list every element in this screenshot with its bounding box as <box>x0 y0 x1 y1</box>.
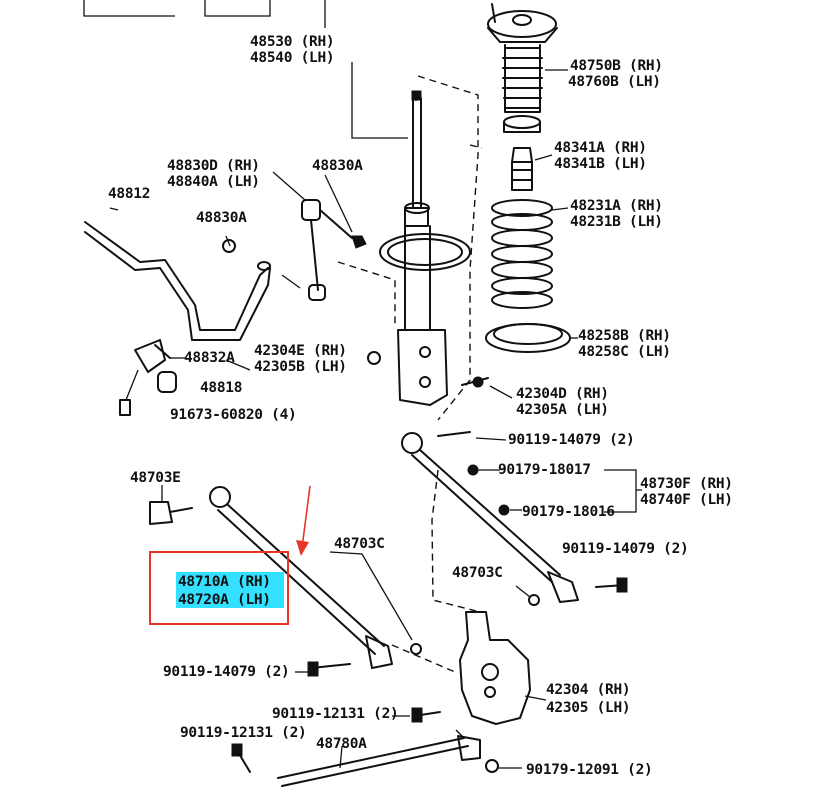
label-48740F: 48740F (LH) <box>640 492 733 508</box>
label-90179-18016: 90179-18016 <box>522 504 615 520</box>
label-90119-top: 90119-14079 (2) <box>508 432 634 448</box>
label-48832A: 48832A <box>184 350 235 366</box>
lateral-rod-upper <box>401 431 628 603</box>
leader-lines <box>225 69 642 717</box>
label-48530: 48530 (RH) <box>250 34 334 50</box>
label-90119-right: 90119-14079 (2) <box>562 541 688 557</box>
label-48812: 48812 <box>108 186 150 202</box>
assembly-dashed-outline <box>337 75 483 673</box>
label-48830D: 48830D (RH) <box>167 158 260 174</box>
label-48818: 48818 <box>200 380 242 396</box>
label-42305B: 42305B (LH) <box>254 359 347 375</box>
lower-rod-48780A <box>231 707 522 787</box>
cam-48703C-lower <box>307 585 540 677</box>
spring-insulator <box>485 323 578 353</box>
label-48720A: 48720A (LH) <box>178 592 271 608</box>
label-90119-12131-b: 90119-12131 (2) <box>180 725 306 741</box>
highlight-bar-lh <box>176 590 284 608</box>
callout-box <box>149 551 289 625</box>
label-90179-12091: 90179-12091 (2) <box>526 762 652 778</box>
bolt-42304D <box>461 376 513 399</box>
label-48231B: 48231B (LH) <box>570 214 663 230</box>
upper-support-and-boot <box>487 3 558 133</box>
label-48703E: 48703E <box>130 470 181 486</box>
label-48540: 48540 (LH) <box>250 50 334 66</box>
label-48341B: 48341B (LH) <box>554 156 647 172</box>
label-90119-left: 90119-14079 (2) <box>163 664 289 680</box>
label-48231A: 48231A (RH) <box>570 198 663 214</box>
label-48750B: 48750B (RH) <box>570 58 663 74</box>
label-48703C-low: 48703C <box>452 565 503 581</box>
label-42304D: 42304D (RH) <box>516 386 609 402</box>
part-labels: 48530 (RH) 48540 (LH) 48750B (RH) 48760B… <box>108 34 733 778</box>
label-42304E: 42304E (RH) <box>254 343 347 359</box>
label-42304: 42304 (RH) <box>546 682 630 698</box>
label-91673: 91673-60820 (4) <box>170 407 296 423</box>
cam-48703E <box>149 485 193 525</box>
label-48780A: 48780A <box>316 736 367 752</box>
label-42305A: 42305A (LH) <box>516 402 609 418</box>
coil-spring <box>491 199 569 309</box>
stabilizer-bracket <box>119 339 185 416</box>
label-48703C-mid: 48703C <box>334 536 385 552</box>
rear-axle-carrier <box>459 611 547 725</box>
callout-arrow <box>296 485 311 556</box>
label-48830A-mid: 48830A <box>196 210 247 226</box>
label-42305: 42305 (LH) <box>546 700 630 716</box>
label-48258C: 48258C (LH) <box>578 344 671 360</box>
label-90119-12131-a: 90119-12131 (2) <box>272 706 398 722</box>
shock-absorber <box>351 62 471 406</box>
label-48830A-top: 48830A <box>312 158 363 174</box>
stabilizer-bar <box>84 207 271 341</box>
label-48730F: 48730F (RH) <box>640 476 733 492</box>
label-48760B: 48760B (LH) <box>568 74 661 90</box>
label-90179-18017: 90179-18017 <box>498 462 591 478</box>
label-48341A: 48341A (RH) <box>554 140 647 156</box>
label-48840A: 48840A (LH) <box>167 174 260 190</box>
label-48710A: 48710A (RH) <box>178 574 271 590</box>
highlight-bar-rh <box>176 572 284 590</box>
label-48258B: 48258B (RH) <box>578 328 671 344</box>
stabilizer-link <box>272 171 367 301</box>
bump-stopper <box>511 147 553 191</box>
highlight-48710A <box>176 572 284 608</box>
lateral-rod-48710A <box>209 486 422 669</box>
top-bracket-fragment <box>83 0 326 28</box>
